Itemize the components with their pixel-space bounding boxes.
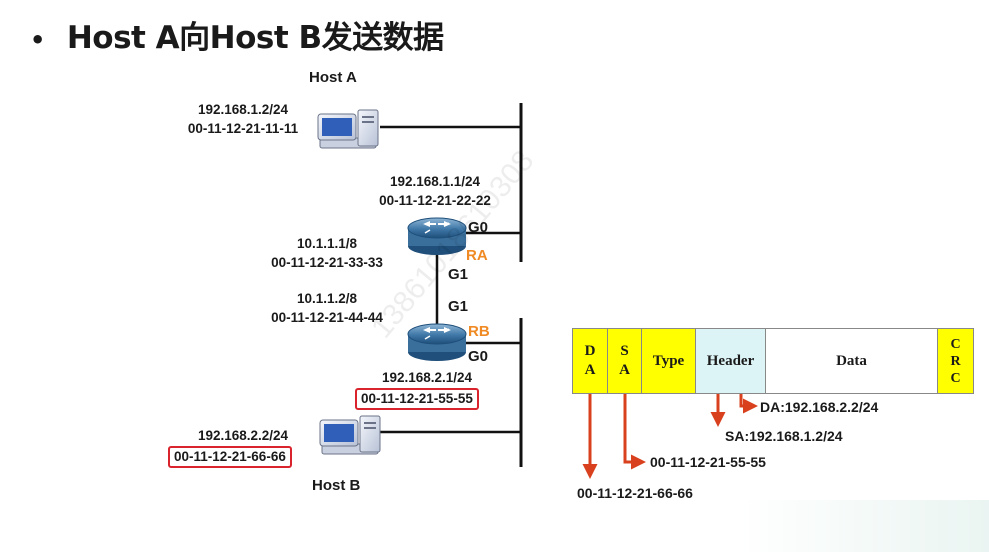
ra-g1-ip: 10.1.1.1/8 <box>296 236 358 251</box>
ra-g1-mac: 00-11-12-21-33-33 <box>271 255 383 270</box>
rb-g0-mac-highlight: 00-11-12-21-55-55 <box>355 388 479 410</box>
hostA-mac: 00-11-12-21-11-11 <box>187 121 299 136</box>
header-da-value: DA:192.168.2.2/24 <box>760 399 879 415</box>
hostB-ip: 192.168.2.2/24 <box>197 428 289 443</box>
frame-field-data: Data <box>766 329 938 393</box>
hostA-pc-icon <box>317 109 379 149</box>
rb-g0-ip: 192.168.2.1/24 <box>381 370 473 385</box>
title-text: Host A向Host B发送数据 <box>66 20 444 56</box>
ra-router-name: RA <box>466 247 488 264</box>
ra-g1-port: G1 <box>448 266 469 283</box>
rb-g0-port: G0 <box>468 348 489 365</box>
hostA-ip: 192.168.1.2/24 <box>197 102 289 117</box>
frame-field-header: Header <box>696 329 766 393</box>
slide-title: • Host A向Host B发送数据 <box>30 12 444 57</box>
title-bullet: • <box>30 25 45 54</box>
hostB-name: Host B <box>312 477 361 494</box>
rb-g1-ip: 10.1.1.2/8 <box>296 291 358 306</box>
hostB-pc-icon <box>319 415 381 455</box>
frame-field-type: Type <box>642 329 696 393</box>
rb-g1-port: G1 <box>448 298 469 315</box>
da-value: 00-11-12-21-66-66 <box>577 485 693 501</box>
rb-g1-mac: 00-11-12-21-44-44 <box>271 310 383 325</box>
hostA-name: Host A <box>309 69 357 86</box>
rb-router-name: RB <box>468 323 490 340</box>
sa-value: 00-11-12-21-55-55 <box>650 454 766 470</box>
ra-g0-ip: 192.168.1.1/24 <box>389 174 481 189</box>
header-da-arrow <box>739 392 758 414</box>
rb-router-icon <box>407 323 467 361</box>
sa-arrow <box>623 392 646 470</box>
header-sa-value: SA:192.168.1.2/24 <box>725 428 843 444</box>
ra-g0-mac: 00-11-12-21-22-22 <box>379 193 491 208</box>
ra-router-icon <box>407 217 467 255</box>
ra-g0-port: G0 <box>468 219 489 236</box>
hostB-mac-highlight: 00-11-12-21-66-66 <box>168 446 292 468</box>
corner-fade <box>740 500 989 552</box>
